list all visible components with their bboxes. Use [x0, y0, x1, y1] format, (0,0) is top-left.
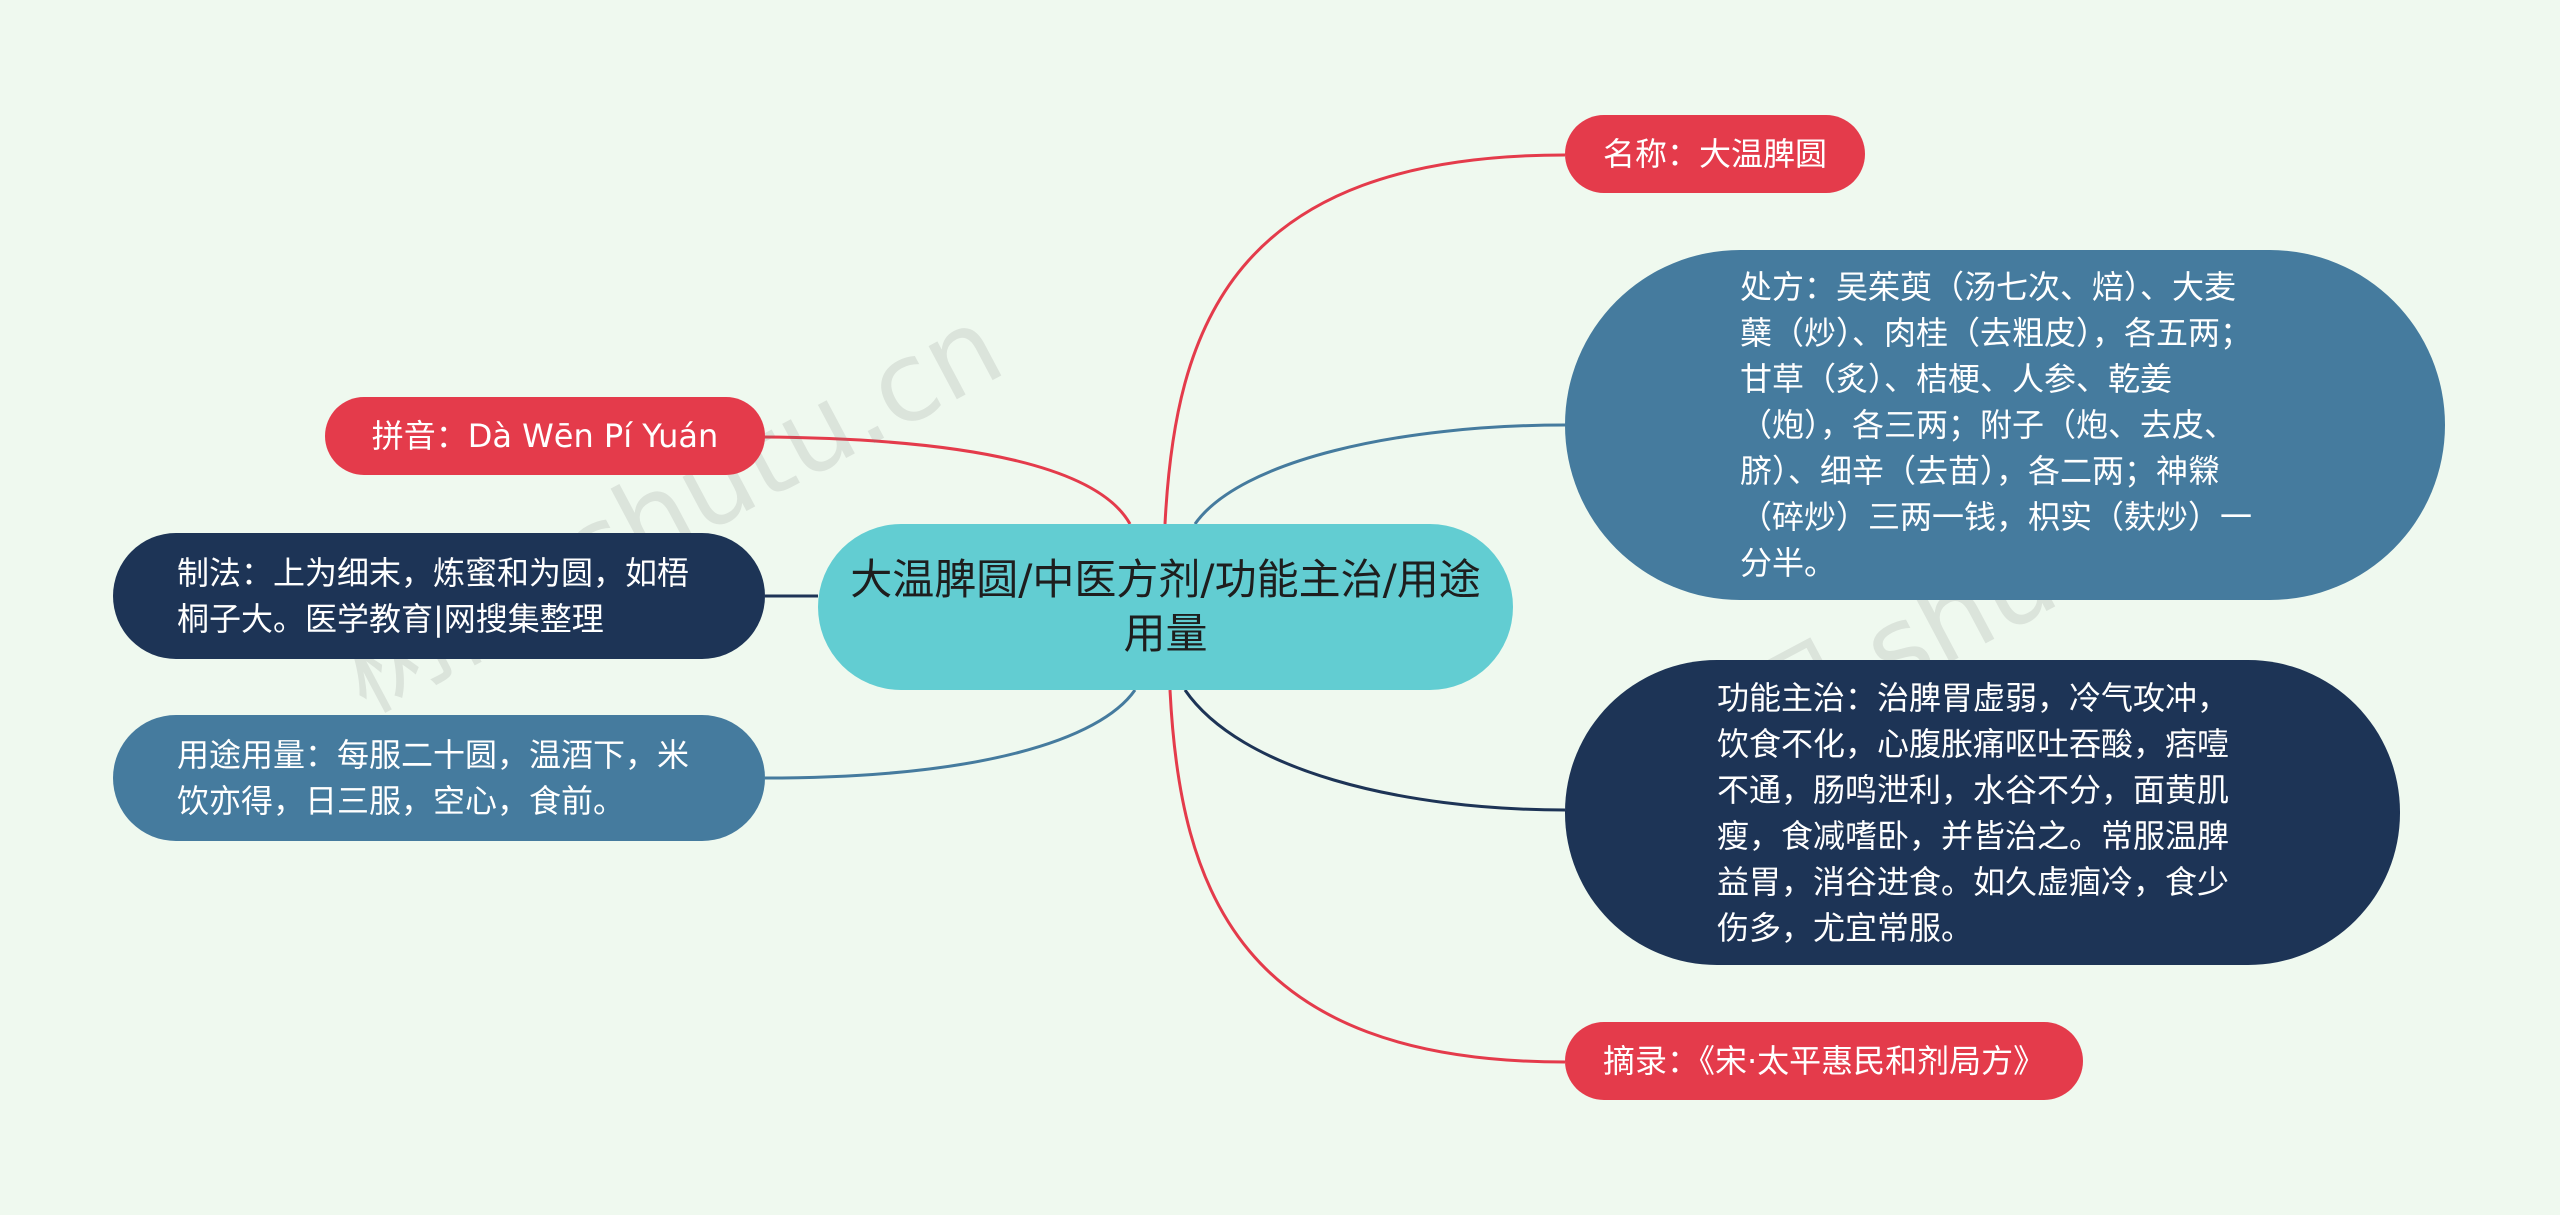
node-method-label: 制法：上为细末，炼蜜和为圆，如梧桐子大。医学教育|网搜集整理 — [177, 554, 690, 638]
node-source-label: 摘录：《宋·太平惠民和剂局方》 — [1603, 1042, 2046, 1080]
node-function-label: 功能主治：治脾胃虚弱，冷气攻冲，饮食不化，心腹胀痛呕吐吞酸，痞噎不通，肠鸣泄利，… — [1717, 678, 2230, 947]
connector-usage — [764, 689, 1137, 780]
connector-source — [1168, 689, 1566, 1064]
node-prescription[interactable]: 处方：吴茱萸（汤七次、焙）、大麦蘖（炒）、肉桂（去粗皮），各五两；甘草（炙）、桔… — [1565, 250, 2445, 600]
central-topic[interactable]: 大温脾圆/中医方剂/功能主治/用途用量 — [818, 524, 1513, 690]
node-prescription-label: 处方：吴茱萸（汤七次、焙）、大麦蘖（炒）、肉桂（去粗皮），各五两；甘草（炙）、桔… — [1740, 268, 2253, 582]
connector-prescription — [1193, 423, 1566, 525]
node-pinyin[interactable]: 拼音：Dà Wēn Pí Yuán — [325, 397, 765, 475]
node-name-label: 名称：大温脾圆 — [1603, 135, 1828, 173]
node-usage[interactable]: 用途用量：每服二十圆，温酒下，米饮亦得，日三服，空心，食前。 — [113, 715, 765, 841]
node-source[interactable]: 摘录：《宋·太平惠民和剂局方》 — [1565, 1022, 2084, 1100]
connector-name — [1163, 153, 1566, 525]
node-function[interactable]: 功能主治：治脾胃虚弱，冷气攻冲，饮食不化，心腹胀痛呕吐吞酸，痞噎不通，肠鸣泄利，… — [1565, 660, 2400, 965]
node-usage-label: 用途用量：每服二十圆，温酒下，米饮亦得，日三服，空心，食前。 — [177, 736, 690, 820]
node-method[interactable]: 制法：上为细末，炼蜜和为圆，如梧桐子大。医学教育|网搜集整理 — [113, 533, 765, 659]
connector-function — [1183, 689, 1566, 812]
node-name[interactable]: 名称：大温脾圆 — [1565, 115, 1866, 193]
connector-pinyin — [744, 435, 1132, 525]
central-topic-label: 大温脾圆/中医方剂/功能主治/用途用量 — [850, 555, 1481, 658]
node-pinyin-label: 拼音：Dà Wēn Pí Yuán — [371, 417, 719, 455]
